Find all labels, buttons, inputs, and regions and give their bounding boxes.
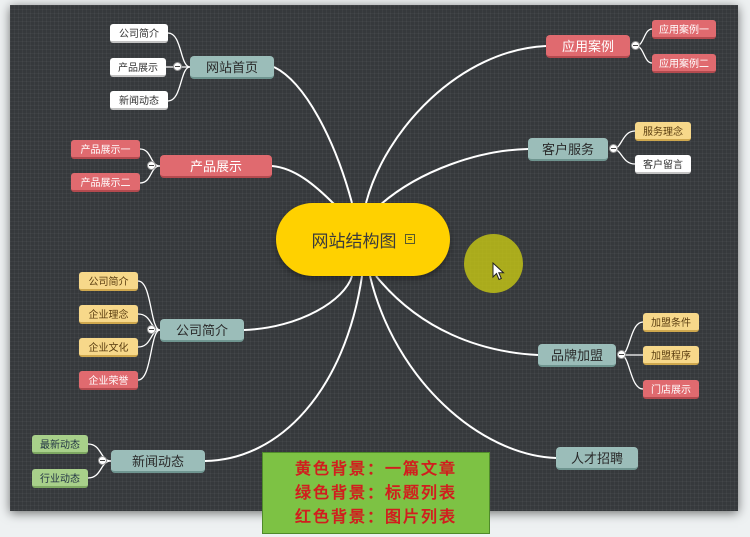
link-center-recruit [369,275,557,459]
link-center-company [243,275,353,331]
leaf-service-message[interactable]: 客户留言 [635,155,691,174]
mouse-pointer-icon [492,262,505,281]
leaf-products-2[interactable]: 产品展示二 [71,173,140,192]
link-center-cases [365,45,547,204]
link-center-products [271,165,336,206]
branch-company[interactable]: 公司简介 [160,319,244,342]
leaf-homepage-company[interactable]: 公司简介 [110,24,168,43]
collapse-toggle-icon[interactable] [147,161,156,170]
branch-news[interactable]: 新闻动态 [111,450,205,473]
leaf-news-latest[interactable]: 最新动态 [32,435,88,454]
leaf-cases-2[interactable]: 应用案例二 [652,54,716,73]
collapse-toggle-icon[interactable] [173,62,182,71]
note-icon[interactable] [404,233,415,244]
legend-green: 绿色背景：标题列表 [294,483,457,502]
link-center-franchise [375,275,539,356]
link-center-service [379,148,529,206]
leaf-homepage-products[interactable]: 产品展示 [110,58,166,77]
leaf-homepage-news[interactable]: 新闻动态 [110,91,168,110]
leaf-company-honors[interactable]: 企业荣誉 [79,371,138,390]
leaf-company-intro[interactable]: 公司简介 [79,272,138,291]
collapse-toggle-icon[interactable] [617,350,626,359]
leaf-franchise-conditions[interactable]: 加盟条件 [643,313,699,332]
legend-red: 红色背景：图片列表 [294,507,457,526]
leaf-company-philosophy[interactable]: 企业理念 [79,305,138,324]
branch-cases[interactable]: 应用案例 [546,35,630,58]
branch-homepage[interactable]: 网站首页 [190,56,274,79]
leaf-cases-1[interactable]: 应用案例一 [652,20,716,39]
collapse-toggle-icon[interactable] [147,325,156,334]
legend-yellow: 黄色背景：一篇文章 [294,459,457,478]
branch-franchise[interactable]: 品牌加盟 [538,344,616,367]
collapse-toggle-icon[interactable] [98,456,107,465]
leaf-news-industry[interactable]: 行业动态 [32,469,88,488]
link-center-homepage [273,66,353,204]
collapse-toggle-icon[interactable] [631,41,640,50]
leaf-products-1[interactable]: 产品展示一 [71,140,140,159]
central-topic-title: 网站结构图 [311,232,397,252]
leaf-company-culture[interactable]: 企业文化 [79,338,138,357]
link-center-news [204,275,363,462]
color-legend: 黄色背景：一篇文章 绿色背景：标题列表 红色背景：图片列表 [262,452,490,534]
central-topic[interactable]: 网站结构图 [276,203,450,276]
branch-products[interactable]: 产品展示 [160,155,272,178]
branch-recruit[interactable]: 人才招聘 [556,447,638,470]
leaf-service-philosophy[interactable]: 服务理念 [635,122,691,141]
leaf-franchise-process[interactable]: 加盟程序 [643,346,699,365]
branch-service[interactable]: 客户服务 [528,138,608,161]
collapse-toggle-icon[interactable] [609,144,618,153]
leaf-franchise-stores[interactable]: 门店展示 [643,380,699,399]
